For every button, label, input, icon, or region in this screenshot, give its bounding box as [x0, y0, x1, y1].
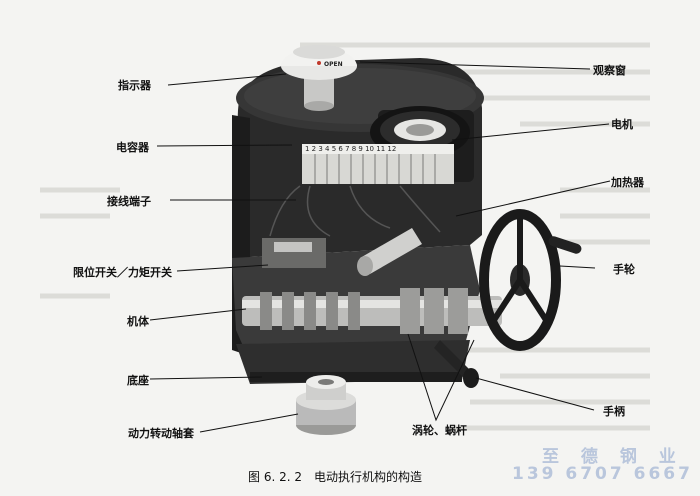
handwheel: [479, 209, 582, 351]
label-base: 底座: [127, 374, 149, 387]
figure-caption: 图 6. 2. 2 电动执行机构的构造: [248, 470, 422, 484]
label-body: 机体: [127, 315, 149, 328]
drive-sleeve-part: [296, 375, 356, 435]
label-worm: 涡轮、蜗杆: [412, 424, 467, 437]
watermark-phone: 139 6707 6667: [512, 464, 693, 484]
leader-lines: [149, 61, 611, 433]
wiring: [269, 185, 441, 237]
label-handle: 手柄: [603, 405, 625, 418]
label-heater: 加热器: [611, 176, 644, 189]
label-drive-sleeve: 动力转动轴套: [128, 427, 194, 440]
indicator-open-text: OPEN: [324, 61, 343, 68]
label-window: 观察窗: [593, 64, 626, 77]
label-terminal: 接线端子: [107, 195, 151, 208]
label-limit-switch: 限位开关／力矩开关: [73, 266, 172, 279]
label-handwheel: 手轮: [613, 263, 635, 276]
watermark-company: 至 德 钢 业: [542, 447, 684, 467]
label-motor: 电机: [611, 118, 633, 131]
capacitor: [357, 228, 422, 276]
indicator-dome: [281, 45, 357, 111]
handle-lever: [434, 340, 479, 388]
label-indicator: 指示器: [118, 79, 151, 92]
worm-shaft: [242, 288, 502, 334]
terminal-block: [302, 144, 454, 184]
label-capacitor: 电容器: [116, 141, 149, 154]
terminal-numbers: 1 2 3 4 5 6 7 8 9 10 11 12: [305, 145, 397, 153]
base: [236, 340, 470, 384]
